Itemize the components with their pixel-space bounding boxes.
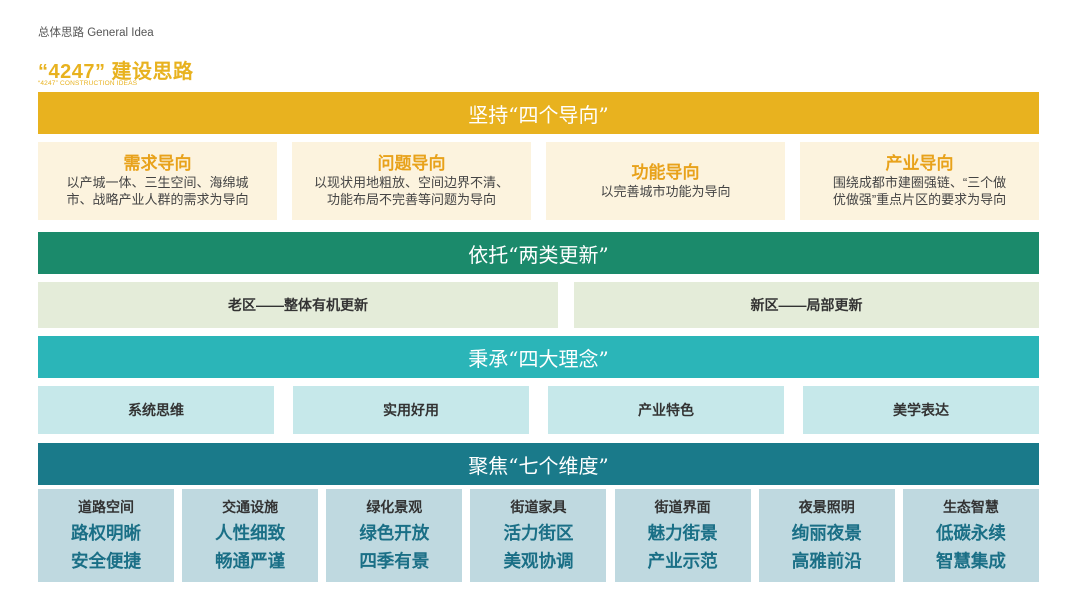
dimension-head: 街道家具: [510, 498, 567, 515]
dimension-line: 魅力街景: [647, 522, 718, 543]
dimension-head: 道路空间: [78, 498, 134, 515]
dimension-line: 活力街区: [503, 522, 574, 543]
dimension-line: 低碳永续: [935, 522, 1006, 543]
dimension-line: 畅通严谨: [215, 550, 286, 571]
concepts-banner: 秉承“四大理念”: [38, 336, 1039, 378]
concept-label: 美学表达: [893, 402, 949, 418]
dimension-line: 产业示范: [647, 550, 718, 571]
dimension-line: 路权明晰: [71, 522, 141, 543]
dimension-head: 夜景照明: [798, 498, 855, 515]
orientations-row: 需求导向 以产城一体、三生空间、海绵城 市、战略产业人群的需求为导向 问题导向 …: [38, 142, 1039, 220]
dimensions-row: 道路空间 路权明晰 安全便捷 交通设施 人性细致 畅通严谨 绿化景观 绿色开放 …: [38, 489, 1039, 582]
dimension-card-street-interface: 街道界面 魅力街景 产业示范: [614, 489, 751, 582]
dimension-line: 绚丽夜景: [791, 522, 862, 543]
dimension-line: 高雅前沿: [791, 550, 862, 571]
dimension-line: 人性细致: [215, 522, 286, 543]
orientation-title: 需求导向: [123, 154, 192, 173]
dimension-head: 绿化景观: [366, 498, 423, 515]
concepts-row: 系统思维 实用好用 产业特色 美学表达: [38, 386, 1039, 434]
orientation-title: 产业导向: [885, 154, 954, 173]
renewals-row: 老区——整体有机更新 新区——局部更新: [38, 282, 1039, 328]
orientations-banner-label: 坚持“四个导向”: [468, 102, 609, 127]
renewal-label: 老区——整体有机更新: [228, 297, 368, 313]
orientations-banner: 坚持“四个导向”: [38, 92, 1039, 134]
orientation-card-problem: 问题导向 以现状用地粗放、空间边界不清、 功能布局不完善等问题为导向: [292, 142, 531, 220]
dimensions-banner-label: 聚焦“七个维度”: [468, 453, 609, 478]
concept-card-aesthetic: 美学表达: [803, 386, 1039, 434]
section-label: 总体思路 General Idea: [38, 27, 154, 39]
renewals-banner-label: 依托“两类更新”: [468, 242, 609, 267]
orientation-desc-line: 以完善城市功能为导向: [600, 183, 731, 199]
renewal-card-old-district: 老区——整体有机更新: [38, 282, 558, 328]
dimension-line: 安全便捷: [71, 550, 141, 571]
orientation-desc-line: 以产城一体、三生空间、海绵城: [66, 175, 249, 190]
concept-card-industry-feature: 产业特色: [548, 386, 784, 434]
dimension-card-traffic-facilities: 交通设施 人性细致 畅通严谨: [182, 489, 319, 582]
dimension-head: 交通设施: [222, 498, 279, 515]
renewals-banner: 依托“两类更新”: [38, 232, 1039, 274]
renewal-label: 新区——局部更新: [750, 297, 863, 313]
concept-card-system-thinking: 系统思维: [38, 386, 274, 434]
orientation-desc-line: 市、战略产业人群的需求为导向: [66, 192, 249, 207]
concept-card-practical: 实用好用: [293, 386, 529, 434]
renewal-card-new-district: 新区——局部更新: [574, 282, 1039, 328]
concept-label: 产业特色: [638, 402, 694, 418]
dimension-card-street-furniture: 街道家具 活力街区 美观协调: [470, 489, 607, 582]
orientation-card-function: 功能导向 以完善城市功能为导向: [546, 142, 785, 220]
dimension-line: 美观协调: [503, 550, 574, 571]
dimensions-banner: 聚焦“七个维度”: [38, 443, 1039, 485]
orientation-title: 问题导向: [377, 154, 446, 173]
orientation-desc-line: 以现状用地粗放、空间边界不清、: [313, 175, 509, 190]
dimension-line: 智慧集成: [935, 550, 1006, 571]
dimension-card-landscape: 绿化景观 绿色开放 四季有景: [326, 489, 463, 582]
orientation-card-demand: 需求导向 以产城一体、三生空间、海绵城 市、战略产业人群的需求为导向: [38, 142, 277, 220]
dimension-card-road-space: 道路空间 路权明晰 安全便捷: [38, 489, 174, 582]
page-subtitle: “4247” CONSTRUCTION IDEAS: [38, 80, 138, 87]
orientation-desc-line: 围绕成都市建圈强链、“三个做: [832, 175, 1007, 190]
concept-label: 实用好用: [383, 402, 439, 418]
dimension-line: 绿色开放: [359, 522, 430, 543]
orientation-title: 功能导向: [631, 162, 700, 182]
orientation-card-industry: 产业导向 围绕成都市建圈强链、“三个做 优做强”重点片区的要求为导向: [800, 142, 1039, 220]
orientation-desc-line: 优做强”重点片区的要求为导向: [832, 192, 1007, 207]
concept-label: 系统思维: [128, 402, 184, 418]
dimension-line: 四季有景: [359, 550, 430, 571]
dimension-card-eco-smart: 生态智慧 低碳永续 智慧集成: [902, 489, 1039, 582]
orientation-desc-line: 功能布局不完善等问题为导向: [326, 192, 496, 207]
dimension-head: 生态智慧: [942, 498, 999, 515]
dimension-head: 街道界面: [654, 498, 711, 515]
concepts-banner-label: 秉承“四大理念”: [468, 346, 609, 371]
page-title: “4247” 建设思路: [38, 61, 194, 83]
dimension-card-night-lighting: 夜景照明 绚丽夜景 高雅前沿: [758, 489, 895, 582]
